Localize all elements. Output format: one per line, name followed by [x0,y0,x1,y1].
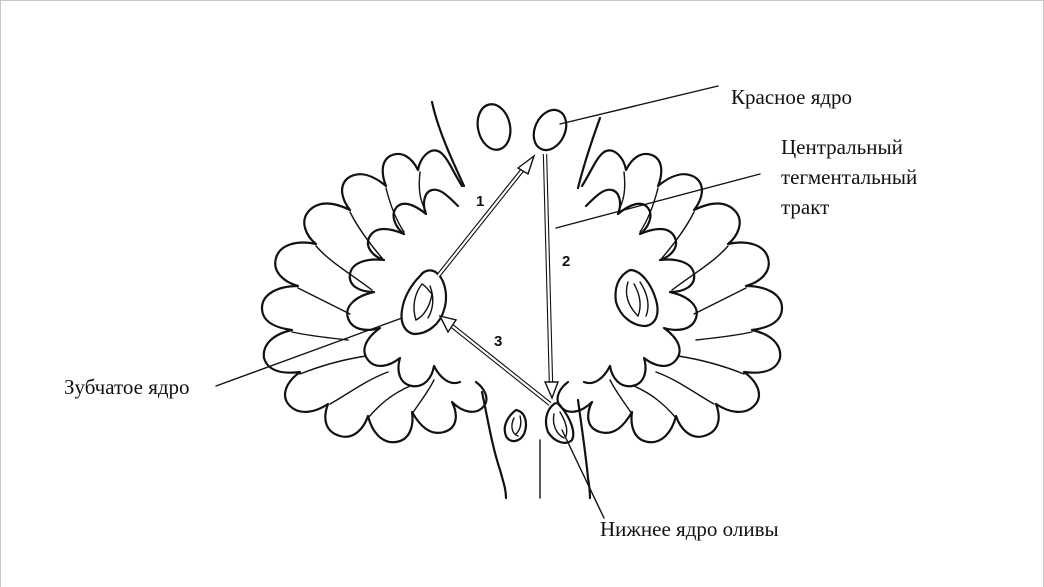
right-dentate-nucleus-shape [616,270,658,326]
pathway-arrow-3 [440,316,550,404]
pathway-arrow-1 [438,156,534,276]
label-dentate-nucleus: Зубчатое ядро [64,375,190,399]
left-hemisphere-outer-contour [262,150,486,442]
left-brainstem-lower-edge [482,392,506,498]
right-inferior-olive-folds [553,412,566,438]
left-midbrain-edge [432,102,464,186]
leader-red-nucleus [560,86,718,124]
right-inferior-olive-shape [546,403,573,443]
left-inferior-olive-folds [512,416,521,436]
left-sulcus-3 [350,212,382,258]
right-cerebellar-hemisphere [558,150,782,442]
label-red-nucleus: Красное ядро [731,85,852,109]
label-central-tegmental-tract-line3: тракт [781,195,829,219]
brainstem-outline [432,102,600,498]
left-sulcus-4 [316,246,372,290]
right-sulcus-9 [634,386,676,418]
left-sulcus-6 [292,332,348,340]
right-sulcus-8 [656,372,714,404]
left-sulcus-5 [298,288,350,314]
left-sulcus-7 [300,356,366,374]
leader-dentate-nucleus [216,318,402,386]
right-sulcus-6 [696,332,752,340]
right-dentate-nucleus-folds [626,282,648,316]
pathway-arrow-2 [545,154,558,398]
right-sulcus-3 [662,212,694,258]
label-inferior-olive: Нижнее ядро оливы [600,517,779,541]
leader-central-tegmental-tract [556,174,760,228]
right-sulcus-5 [694,288,746,314]
right-red-nucleus-shape [528,105,573,156]
left-dentate-nucleus-shape [402,270,447,334]
right-sulcus-7 [678,356,744,374]
left-sulcus-9 [368,386,410,418]
label-central-tegmental-tract-line2: тегментальный [781,165,917,189]
pathway-number-3: 3 [494,333,502,350]
right-midbrain-edge [578,118,600,188]
right-hemisphere-outer-contour [558,150,782,442]
left-inferior-olive-shape [505,410,526,441]
label-central-tegmental-tract-line1: Центральный [781,135,903,159]
right-sulcus-4 [672,246,728,290]
pathway-number-2: 2 [562,253,570,270]
left-red-nucleus-shape [474,101,515,153]
left-cerebellar-hemisphere [262,150,486,442]
left-sulcus-8 [330,372,388,404]
left-dentate-nucleus-folds [414,284,433,320]
pathway-number-1: 1 [476,193,484,210]
